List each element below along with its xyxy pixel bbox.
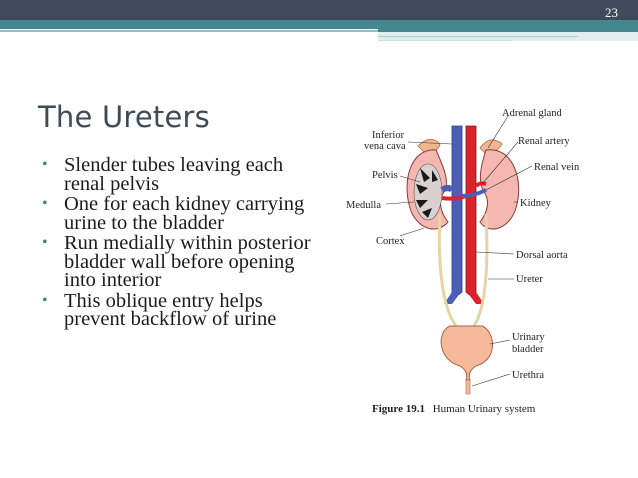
bullet-item: • This oblique entry helps prevent backfl… <box>38 289 328 330</box>
figure-caption: Figure 19.1 Human Urinary system <box>372 403 536 415</box>
bullet-text: This oblique entry helps prevent backflo… <box>64 289 277 330</box>
header-band <box>0 0 638 20</box>
label-inferior: Inferior <box>372 130 405 141</box>
bullet-text: Slender tubes leaving each renal pelvis <box>64 154 284 195</box>
page-number: 23 <box>605 5 618 20</box>
iliac-artery <box>470 292 484 304</box>
header-right-strip <box>378 29 638 32</box>
medulla-pyramid <box>416 184 428 194</box>
urethra <box>465 379 471 395</box>
header-right-strip <box>378 36 578 37</box>
bullet-text: Run medially within posterior bladder wa… <box>64 232 311 291</box>
bullet-text: One for each kidney carrying urine to th… <box>64 193 305 234</box>
medulla-pyramid <box>420 168 430 182</box>
label-bladder: bladder <box>512 344 544 355</box>
urinary-bladder <box>440 325 494 381</box>
ureter-right <box>472 213 489 327</box>
medulla-pyramid <box>416 200 428 208</box>
medulla-pyramid <box>422 208 432 218</box>
figure-caption-number: Figure 19.1 <box>372 403 425 415</box>
label-medulla: Medulla <box>346 200 381 211</box>
label-dorsal-aorta: Dorsal aorta <box>516 250 568 261</box>
bullet-dot-icon: • <box>42 291 48 309</box>
label-urethra: Urethra <box>512 370 544 381</box>
header-accent-line <box>0 30 380 32</box>
bullet-list: • Slender tubes leaving each renal pelvis… <box>38 154 328 331</box>
header-accent-band <box>0 20 638 29</box>
label-renal-vein: Renal vein <box>534 162 580 173</box>
renal-artery-right <box>474 181 487 188</box>
header-right-block <box>378 29 638 41</box>
dorsal-aorta <box>465 125 477 301</box>
leader-line <box>399 175 421 183</box>
bullet-dot-icon: • <box>42 156 48 173</box>
urinary-system-figure: Adrenal gland Inferior vena cava Renal a… <box>346 108 580 415</box>
figure-caption-text: Human Urinary system <box>433 403 536 415</box>
leader-line <box>407 141 453 145</box>
slide-title: The Ureters <box>38 100 210 134</box>
leader-line <box>485 165 533 191</box>
bullet-item: • Run medially within posterior bladder w… <box>38 232 328 291</box>
leader-line <box>385 201 415 205</box>
label-kidney: Kidney <box>520 198 552 209</box>
label-adrenal-gland: Adrenal gland <box>502 108 563 119</box>
header-right-strip <box>378 40 512 41</box>
leader-line <box>489 339 511 345</box>
iliac-vein <box>444 292 458 304</box>
bullet-dot-icon: • <box>42 195 48 212</box>
label-urinary: Urinary <box>512 332 545 343</box>
leader-line <box>399 227 425 237</box>
inferior-vena-cava <box>451 125 463 301</box>
renal-vein-left <box>440 185 455 193</box>
bullet-item: • Slender tubes leaving each renal pelvis <box>38 154 328 195</box>
label-vena-cava: vena cava <box>364 141 406 152</box>
bullet-dot-icon: • <box>42 234 48 251</box>
ureter-left <box>437 213 458 327</box>
label-cortex: Cortex <box>376 236 405 247</box>
renal-vein-right <box>461 188 487 198</box>
label-pelvis: Pelvis <box>372 170 398 181</box>
leader-line <box>487 115 509 149</box>
label-ureter: Ureter <box>516 274 543 285</box>
label-renal-artery: Renal artery <box>518 136 570 147</box>
leader-line <box>481 141 519 185</box>
leader-line <box>475 251 515 255</box>
medulla-pyramid <box>432 170 438 182</box>
bullet-item: • One for each kidney carrying urine to t… <box>38 193 328 234</box>
leader-line <box>471 373 511 387</box>
